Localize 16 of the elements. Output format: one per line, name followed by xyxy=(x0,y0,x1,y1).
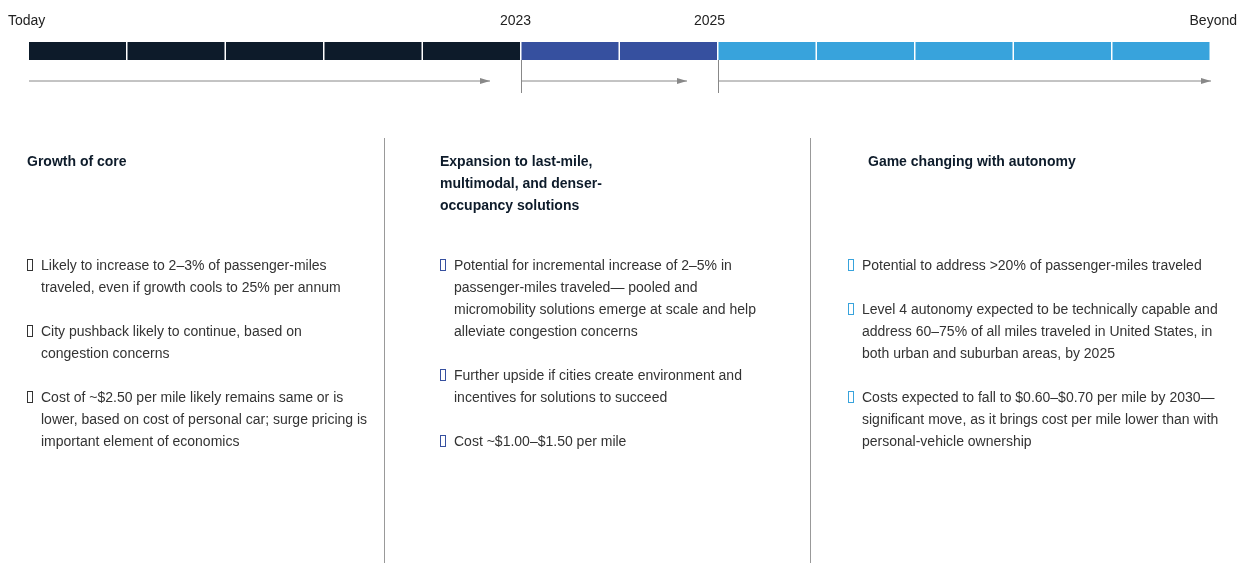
timeline-label: 2023 xyxy=(500,12,532,28)
phase-heading: Growth of core xyxy=(27,153,127,169)
bullet-text: Cost ~$1.00–$1.50 per mile xyxy=(454,433,627,449)
bullet-text: Further upside if cities create environment and incentives for solutions to succeed xyxy=(454,367,742,405)
bullet-text: Potential to address >20% of passenger-miles traveled xyxy=(862,257,1202,273)
phase-heading: Expansion to last-mile, multimodal, and denser-occupancy solutions xyxy=(440,153,602,213)
bullet-text: Potential for incremental increase of 2–5% in passenger-miles traveled— pooled and micromobility solutions emerge at scale and help alleviate congestion concerns xyxy=(454,257,756,339)
timeline-label: Today xyxy=(8,12,46,28)
phase-heading: Game changing with autonomy xyxy=(868,153,1076,169)
timeline-label: Beyond xyxy=(1189,12,1237,28)
bullet-text: Level 4 autonomy expected to be technically capable and address 60–75% of all miles traveled in United States, in both urban and suburban areas, by 2025 xyxy=(862,301,1218,361)
bullet-text: Likely to increase to 2–3% of passenger-miles traveled, even if growth cools to 25% per annum xyxy=(41,257,341,295)
bullet-text: Cost of ~$2.50 per mile likely remains same or is lower, based on cost of personal car; surge pricing is important element of economics xyxy=(41,389,368,449)
bullet-text: Costs expected to fall to $0.60–$0.70 per mile by 2030—significant move, as it brings cost per mile lower than with personal-vehicle ownership xyxy=(862,389,1219,449)
timeline-label: 2025 xyxy=(694,12,726,28)
bullet-text: City pushback likely to continue, based on congestion concerns xyxy=(41,323,302,361)
